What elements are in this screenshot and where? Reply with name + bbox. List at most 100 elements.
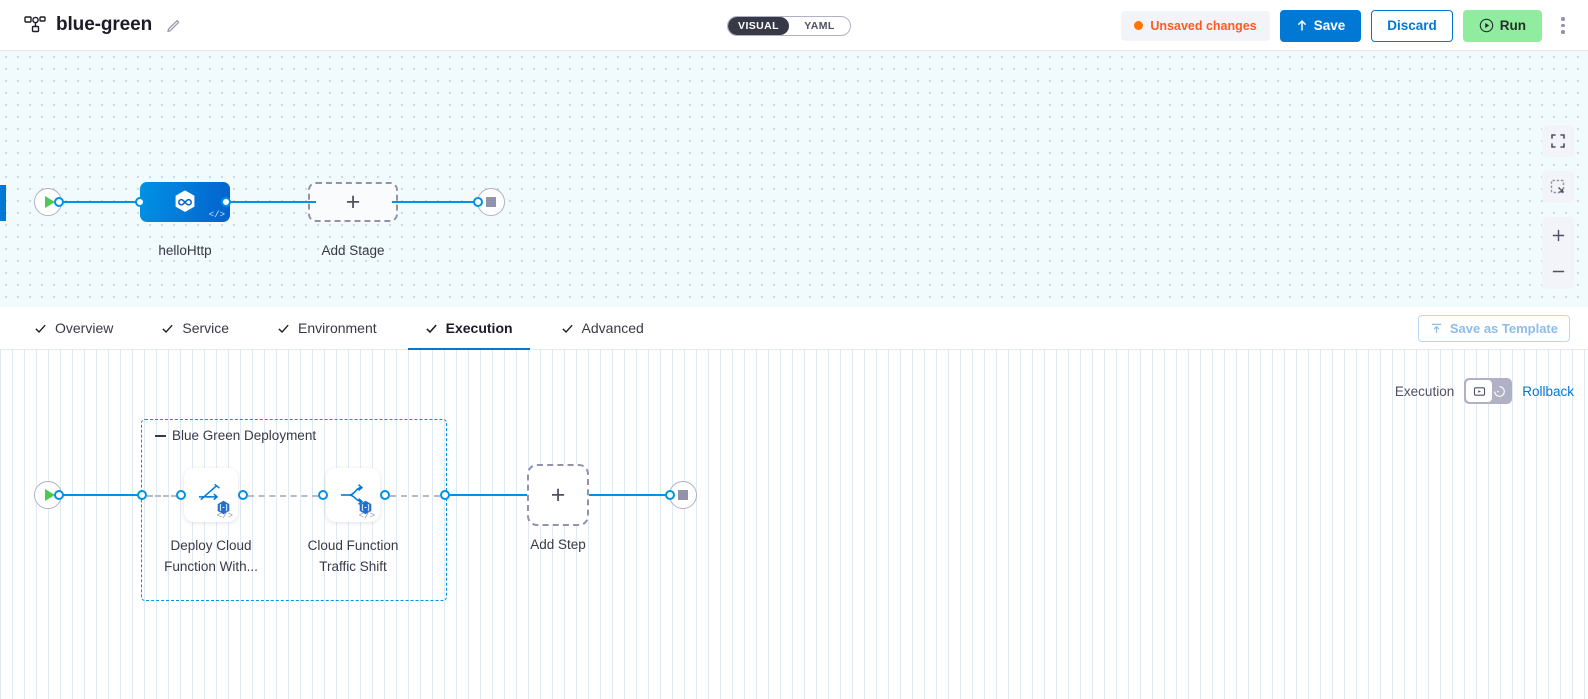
template-badge-icon (359, 500, 372, 515)
traffic-shift-icon (340, 484, 364, 505)
discard-button-label: Discard (1387, 18, 1437, 33)
canvas-tools (1542, 125, 1574, 289)
run-button-label: Run (1499, 18, 1526, 33)
step1-port-out[interactable] (238, 490, 248, 500)
fullscreen-icon (1551, 134, 1565, 148)
stage-wire-mid (226, 201, 316, 203)
fit-to-screen-button[interactable] (1542, 171, 1574, 203)
toggle-knob (1466, 380, 1493, 402)
tab-advanced-label: Advanced (581, 320, 644, 336)
play-icon (44, 489, 55, 501)
check-icon (162, 324, 174, 333)
group-port-out[interactable] (440, 490, 450, 500)
plus-icon: + (550, 480, 566, 509)
step1-label: Deploy Cloud Function With... (164, 538, 258, 574)
collapse-dash-icon[interactable] (155, 434, 166, 437)
template-upload-icon (1431, 323, 1441, 334)
tab-service[interactable]: Service (144, 307, 246, 350)
stage-port-start[interactable] (54, 197, 64, 207)
save-button[interactable]: Save (1279, 9, 1362, 42)
step-wire-start (58, 494, 144, 496)
stage-code-badge: </> (208, 210, 225, 220)
tab-service-label: Service (182, 320, 230, 336)
step-group-title-label: Blue Green Deployment (172, 428, 317, 443)
step-node-deploy-cloud-function[interactable]: </> (184, 468, 238, 522)
stage-canvas[interactable]: </> helloHttp + Add Stage (0, 51, 1588, 307)
step-wire-c (390, 495, 440, 497)
execution-mode-label: Execution (1394, 383, 1455, 399)
stage-port-in[interactable] (135, 197, 145, 207)
execution-icon (1473, 386, 1485, 396)
step-port-start[interactable] (54, 490, 64, 500)
page-title: blue-green (56, 14, 153, 35)
stage-port-out[interactable] (221, 197, 231, 207)
stage-node-hellohttp[interactable]: </> (140, 182, 230, 222)
unsaved-changes-label: Unsaved changes (1150, 18, 1257, 33)
step2-port-out[interactable] (380, 490, 390, 500)
pipeline-icon (24, 16, 46, 33)
rollback-mode-label[interactable]: Rollback (1522, 383, 1574, 399)
step2-port-in[interactable] (318, 490, 328, 500)
stop-icon (678, 490, 688, 500)
group-port-in[interactable] (137, 490, 147, 500)
stage-tabs: Overview Service Environment Execution A… (0, 307, 1588, 351)
step-node-cloud-function-traffic-shift[interactable]: </> (326, 468, 380, 522)
header-left: blue-green (0, 14, 182, 36)
tab-execution[interactable]: Execution (407, 307, 530, 351)
zoom-in-button[interactable] (1542, 217, 1574, 253)
fullscreen-button[interactable] (1542, 125, 1574, 157)
add-step-label: Add Step (530, 537, 586, 552)
step2-label: Cloud Function Traffic Shift (307, 538, 399, 574)
tab-advanced[interactable]: Advanced (544, 307, 661, 350)
save-as-template-button[interactable]: Save as Template (1417, 315, 1570, 342)
upload-arrow-icon (1297, 19, 1306, 31)
add-stage-label: Add Stage (321, 243, 385, 258)
stage-port-end[interactable] (473, 197, 483, 207)
rollback-icon (1494, 386, 1506, 397)
step-wire-e (589, 494, 673, 496)
header-actions: Unsaved changes Save Discard Run (1121, 0, 1574, 51)
check-icon (278, 324, 289, 333)
unsaved-changes-badge: Unsaved changes (1121, 10, 1270, 41)
add-step-button[interactable]: + (527, 464, 589, 526)
view-mode-yaml[interactable]: YAML (804, 20, 835, 32)
run-button[interactable]: Run (1462, 9, 1542, 42)
pencil-icon[interactable] (166, 17, 182, 33)
unsaved-dot-icon (1134, 21, 1144, 30)
step2-code-badge: </> (358, 511, 375, 521)
discard-button[interactable]: Discard (1371, 9, 1453, 42)
zoom-controls (1542, 217, 1574, 289)
step1-port-in[interactable] (176, 490, 186, 500)
step-group-title[interactable]: Blue Green Deployment (155, 428, 316, 443)
execution-rollback-toggle[interactable] (1464, 378, 1513, 404)
stop-icon (486, 197, 496, 207)
plus-icon: + (345, 187, 361, 216)
save-button-label: Save (1313, 18, 1346, 33)
check-icon (561, 324, 573, 333)
kebab-menu-icon[interactable] (1552, 10, 1574, 42)
execution-rollback-switcher: Execution Rollback (1395, 378, 1574, 404)
canvas-left-indicator (0, 185, 6, 221)
tab-environment-label: Environment (298, 320, 377, 336)
tab-overview[interactable]: Overview (17, 307, 130, 350)
view-mode-visual[interactable]: VISUAL (728, 17, 789, 35)
view-mode-toggle[interactable]: VISUAL YAML (727, 16, 851, 36)
step-canvas[interactable]: Execution Rollback (0, 350, 1588, 699)
tab-environment[interactable]: Environment (260, 307, 394, 350)
save-as-template-label: Save as Template (1449, 321, 1558, 336)
fit-to-screen-icon (1550, 179, 1565, 194)
step-wire-d (450, 494, 527, 496)
tab-execution-label: Execution (445, 320, 513, 336)
check-icon (35, 324, 46, 333)
stage-wire-start (58, 201, 146, 203)
step-wire-b (248, 495, 318, 497)
plus-icon (1552, 229, 1564, 241)
zoom-out-button[interactable] (1542, 253, 1574, 289)
step-port-end[interactable] (665, 490, 675, 500)
stage-node-label: helloHttp (158, 243, 212, 258)
step-group-blue-green-deployment[interactable]: Blue Green Deployment (141, 419, 447, 601)
stage-wire-end (392, 201, 482, 203)
tab-overview-label: Overview (55, 320, 114, 336)
add-stage-button[interactable]: + (308, 182, 398, 222)
